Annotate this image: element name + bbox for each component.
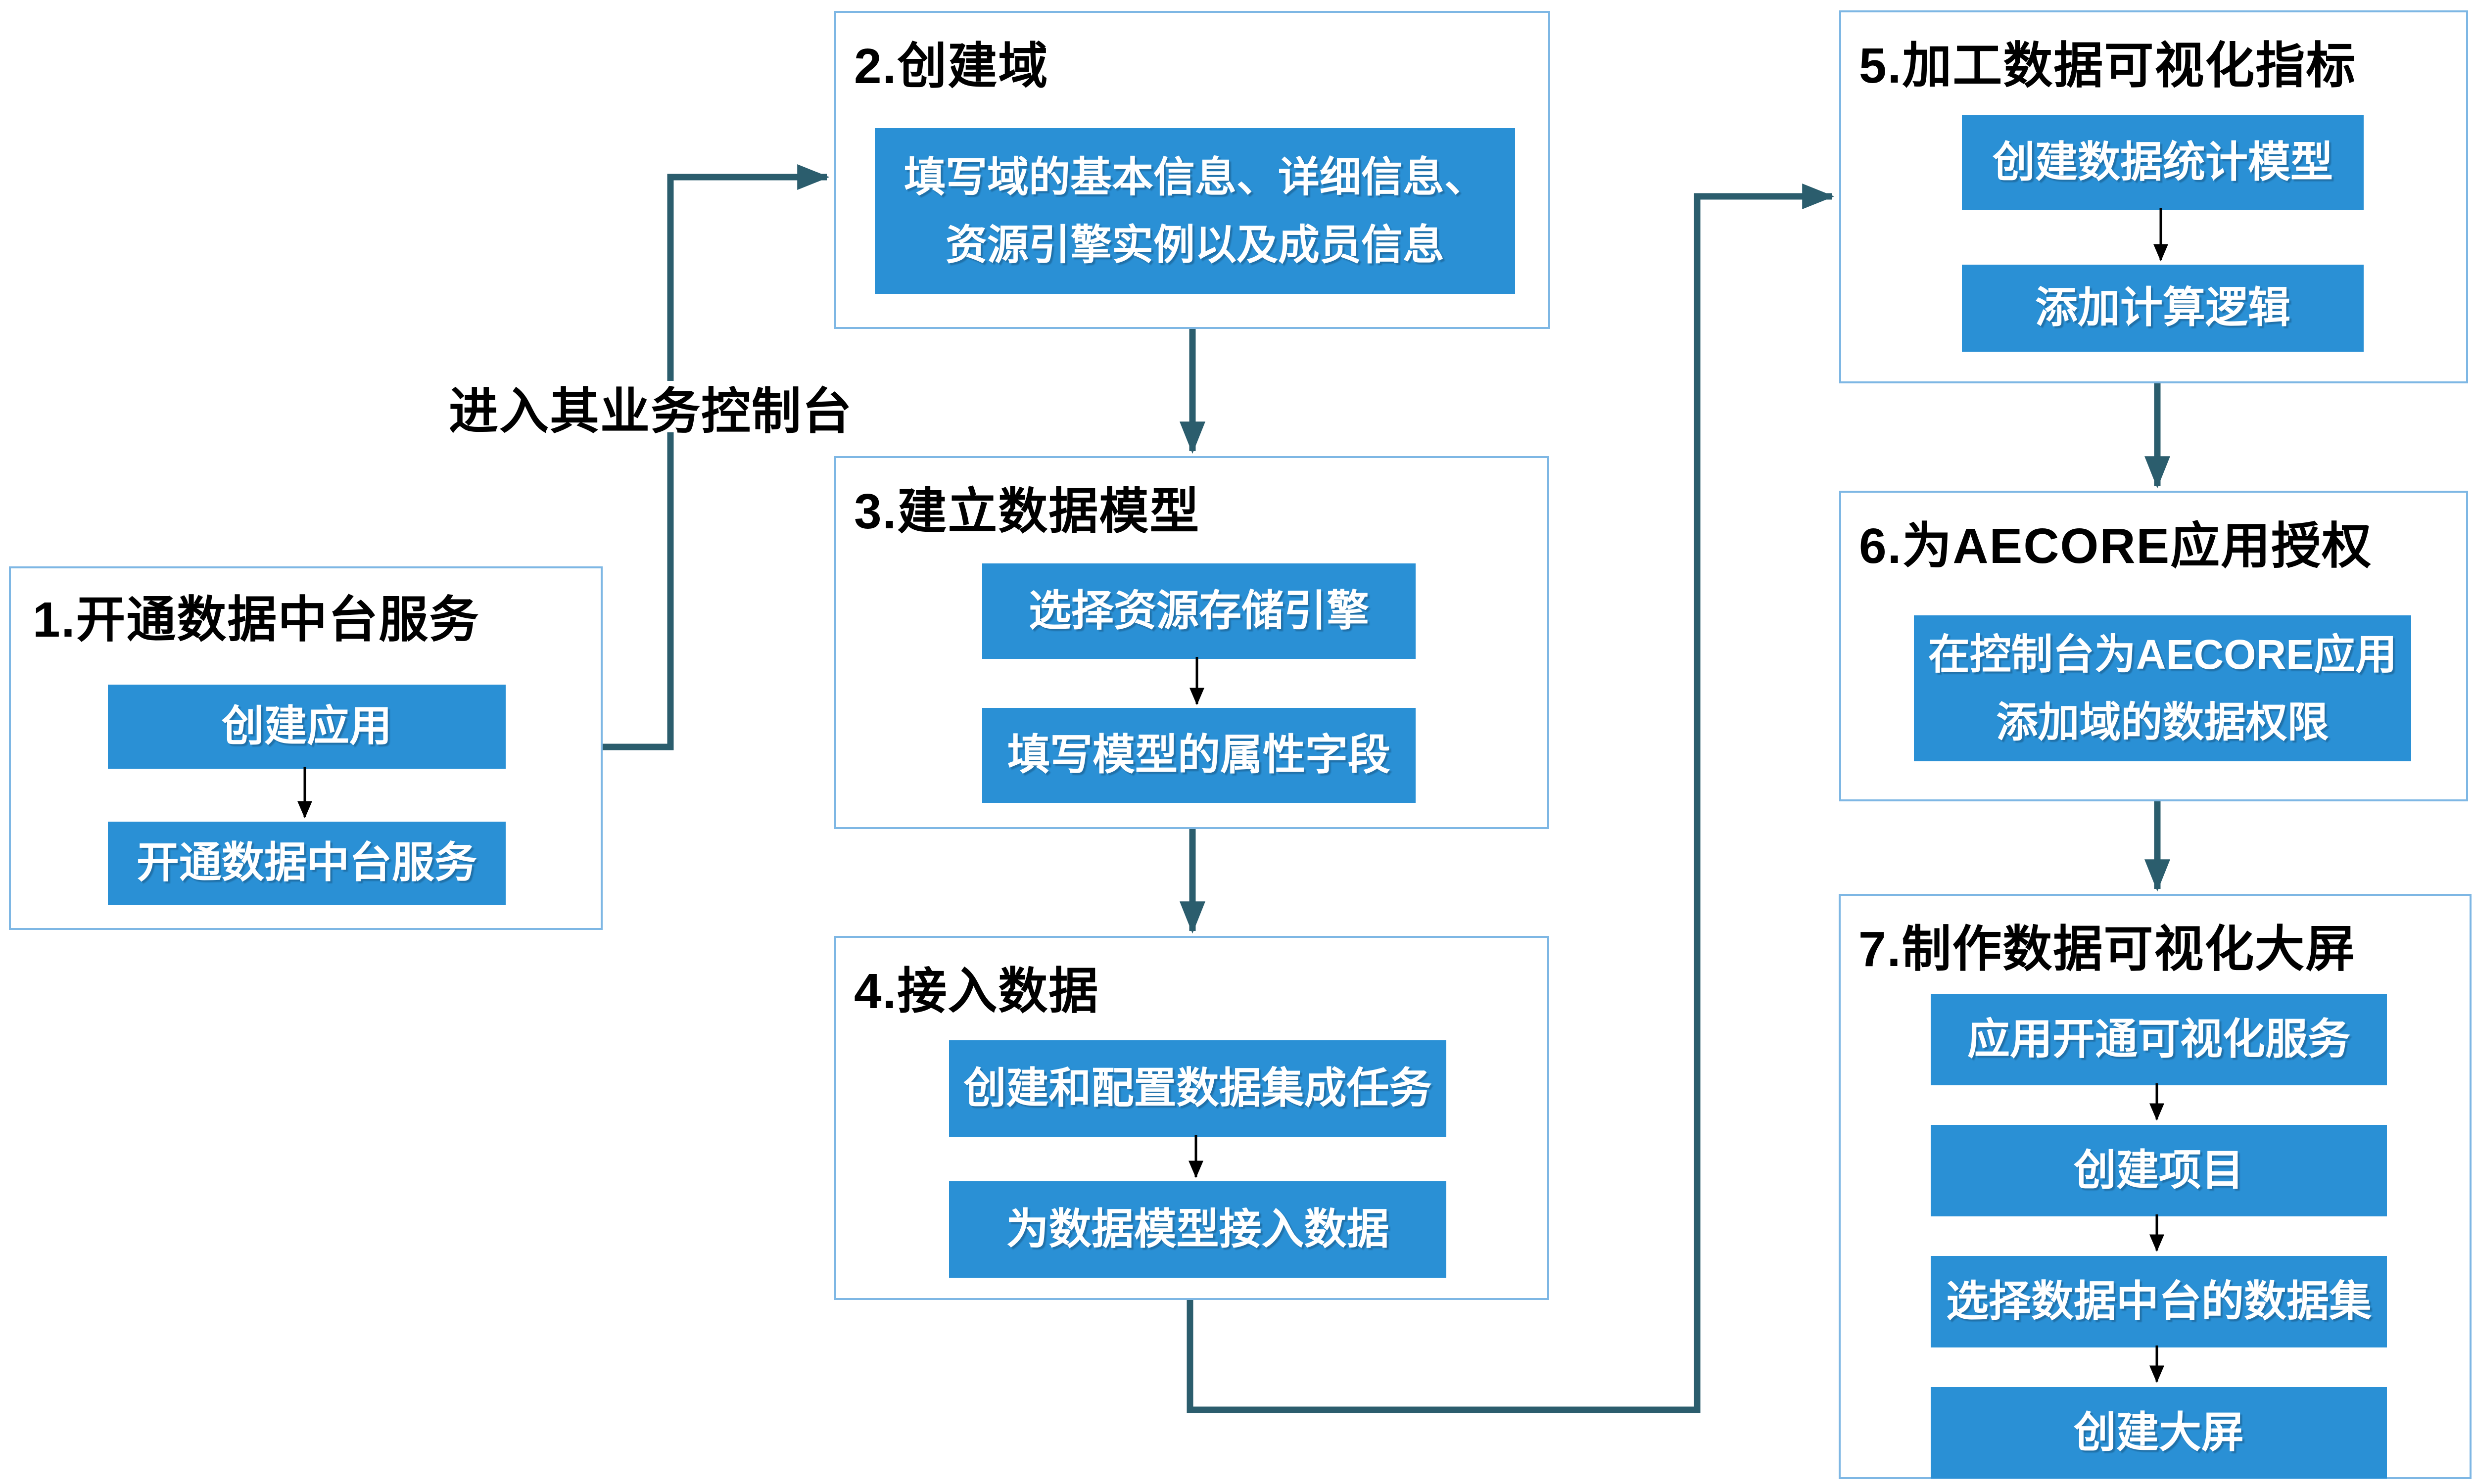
step1-title: 1.开通数据中台服务 [33,592,480,648]
step7-node-enable-visualization: 应用开通可视化服务 [1931,994,2387,1085]
step6-node-grant-permission: 在控制台为AECORE应用 添加域的数据权限 [1914,615,2411,761]
step6-title: 6.为AECORE应用授权 [1859,518,2373,574]
step3-node-fill-model-fields: 填写模型的属性字段 [982,708,1416,803]
step6-container: 6.为AECORE应用授权 在控制台为AECORE应用 添加域的数据权限 [1839,491,2468,801]
step5-container: 5.加工数据可视化指标 创建数据统计模型 添加计算逻辑 [1839,10,2468,383]
connector-step1-to-step2 [603,164,830,750]
step5-node-add-calc-logic: 添加计算逻辑 [1962,265,2364,352]
step3-container: 3.建立数据模型 选择资源存储引擎 填写模型的属性字段 [834,456,1549,829]
step2-node-fill-domain-info: 填写域的基本信息、详细信息、 资源引擎实例以及成员信息 [875,128,1515,294]
step5-node-create-stat-model: 创建数据统计模型 [1962,115,2364,210]
step4-container: 4.接入数据 创建和配置数据集成任务 为数据模型接入数据 [834,936,1549,1300]
step3-node-select-storage-engine: 选择资源存储引擎 [982,563,1416,659]
step4-node-create-integration-task: 创建和配置数据集成任务 [949,1040,1446,1137]
step1-node-enable-service: 开通数据中台服务 [108,822,506,905]
connector-label: 进入其业务控制台 [449,381,852,439]
step2-container: 2.创建域 填写域的基本信息、详细信息、 资源引擎实例以及成员信息 [834,11,1550,329]
step4-title: 4.接入数据 [854,964,1099,1019]
step4-node-ingest-data: 为数据模型接入数据 [949,1181,1446,1278]
step7-container: 7.制作数据可视化大屏 应用开通可视化服务 创建项目 选择数据中台的数据集 创建… [1839,894,2472,1479]
step7-node-create-screen: 创建大屏 [1931,1387,2387,1479]
step1-node-create-app: 创建应用 [108,685,506,769]
step7-node-create-project: 创建项目 [1931,1125,2387,1216]
step3-title: 3.建立数据模型 [854,484,1200,539]
step7-title: 7.制作数据可视化大屏 [1858,922,2356,977]
step1-container: 1.开通数据中台服务 创建应用 开通数据中台服务 [9,566,603,930]
step5-title: 5.加工数据可视化指标 [1859,38,2357,93]
step2-title: 2.创建域 [854,39,1049,94]
step7-node-select-dataset: 选择数据中台的数据集 [1931,1256,2387,1347]
